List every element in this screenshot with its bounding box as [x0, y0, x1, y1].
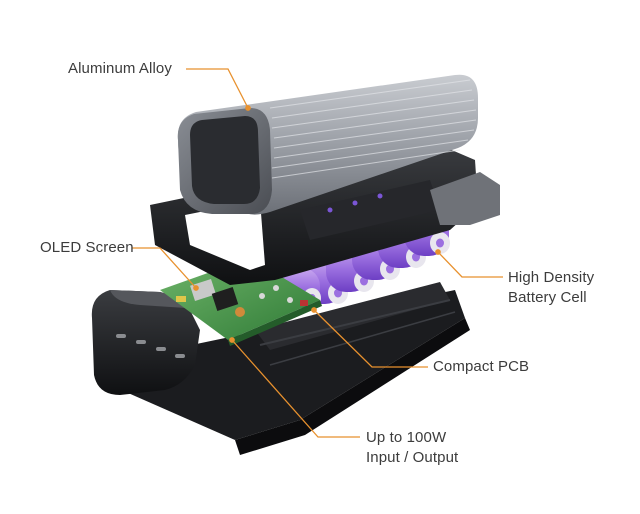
- compact-pcb-label: Compact PCB: [433, 358, 530, 375]
- aluminum-alloy-label: Aluminum Alloy: [68, 60, 172, 77]
- oled-screen-label: OLED Screen: [40, 239, 134, 256]
- power-io-label-line2: Input / Output: [366, 449, 459, 466]
- battery-cell-label-line1: High Density: [508, 269, 595, 286]
- aluminum-shell: [177, 74, 478, 215]
- power-leader-line: [231, 339, 360, 438]
- callout-lines: [132, 68, 503, 438]
- battery-leader-line: [437, 251, 503, 278]
- bottom-tray: [110, 282, 470, 455]
- aluminum-leader-line: [186, 68, 249, 109]
- inner-frame: [150, 145, 500, 285]
- power-io-label-line1: Up to 100W: [366, 429, 447, 446]
- power-io-label: Up to 100W Input / Output: [366, 428, 458, 468]
- end-cap: [91, 290, 200, 395]
- pcb-leader-line: [313, 309, 428, 368]
- oled-leader-line: [132, 247, 197, 289]
- battery-cell-label-line2: Battery Cell: [508, 289, 587, 306]
- battery-cell-label: High Density Battery Cell: [508, 268, 594, 308]
